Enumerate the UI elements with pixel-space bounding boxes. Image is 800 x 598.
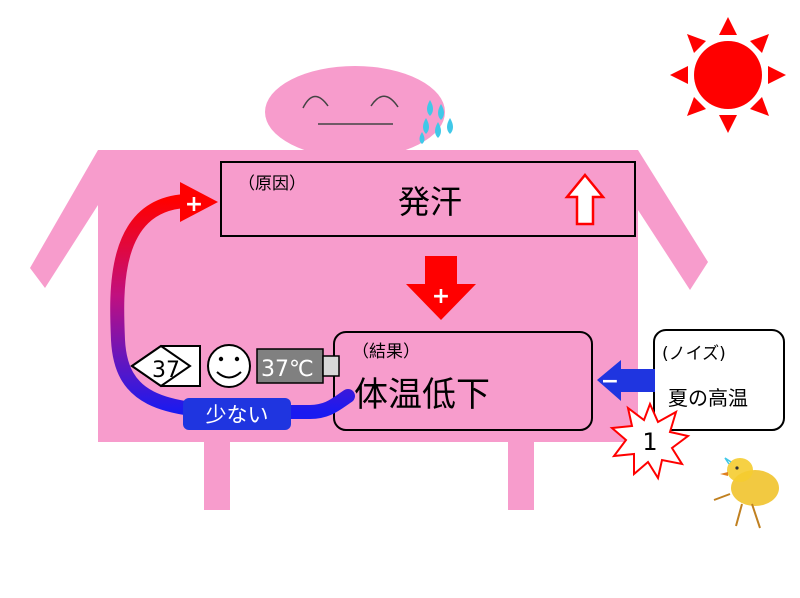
thermometer-reading: 37℃ (261, 357, 314, 382)
feedback-loop-arrow: + (110, 182, 355, 419)
cause-label: 発汗 (398, 183, 462, 221)
right-leg (508, 440, 534, 510)
noise-minus-sign: − (601, 369, 619, 394)
burst-badge: 1 (609, 401, 691, 481)
cause-box: （原因） 発汗 (220, 161, 636, 237)
diamond-value: 37 (152, 358, 180, 383)
result-tag: （結果） (352, 342, 420, 362)
burst-value: 1 (642, 428, 657, 456)
loop-plus-sign: + (185, 192, 203, 217)
pill-label: 少ない (206, 403, 269, 427)
quantity-pill: 少ない (183, 398, 291, 430)
cause-tag: （原因） (238, 174, 306, 194)
noise-label: 夏の高温 (668, 386, 748, 410)
result-label: 体温低下 (354, 375, 490, 415)
smiley-face-icon (207, 344, 251, 388)
down-plus-sign: + (432, 284, 450, 309)
left-leg (204, 440, 230, 510)
head (265, 66, 445, 158)
sun-icon (670, 17, 786, 133)
value-diamond: 37 (130, 344, 201, 388)
up-arrow-icon (564, 173, 606, 226)
loop-arrowhead (180, 182, 218, 222)
right-arm (638, 150, 708, 290)
chick-icon (713, 457, 779, 529)
figure-body (30, 66, 708, 510)
noise-box: (ノイズ) 夏の高温 (653, 329, 785, 431)
left-eye (302, 95, 329, 109)
noise-tag: (ノイズ) (662, 344, 726, 364)
result-box: （結果） 体温低下 (333, 331, 593, 431)
cause-to-result-arrow: + (406, 256, 476, 320)
thermometer-icon: 37℃ (256, 348, 340, 384)
left-arm (30, 150, 98, 288)
right-eye (370, 95, 399, 108)
noise-arrow: − (597, 360, 655, 401)
sweat-drops-icon (419, 100, 453, 144)
